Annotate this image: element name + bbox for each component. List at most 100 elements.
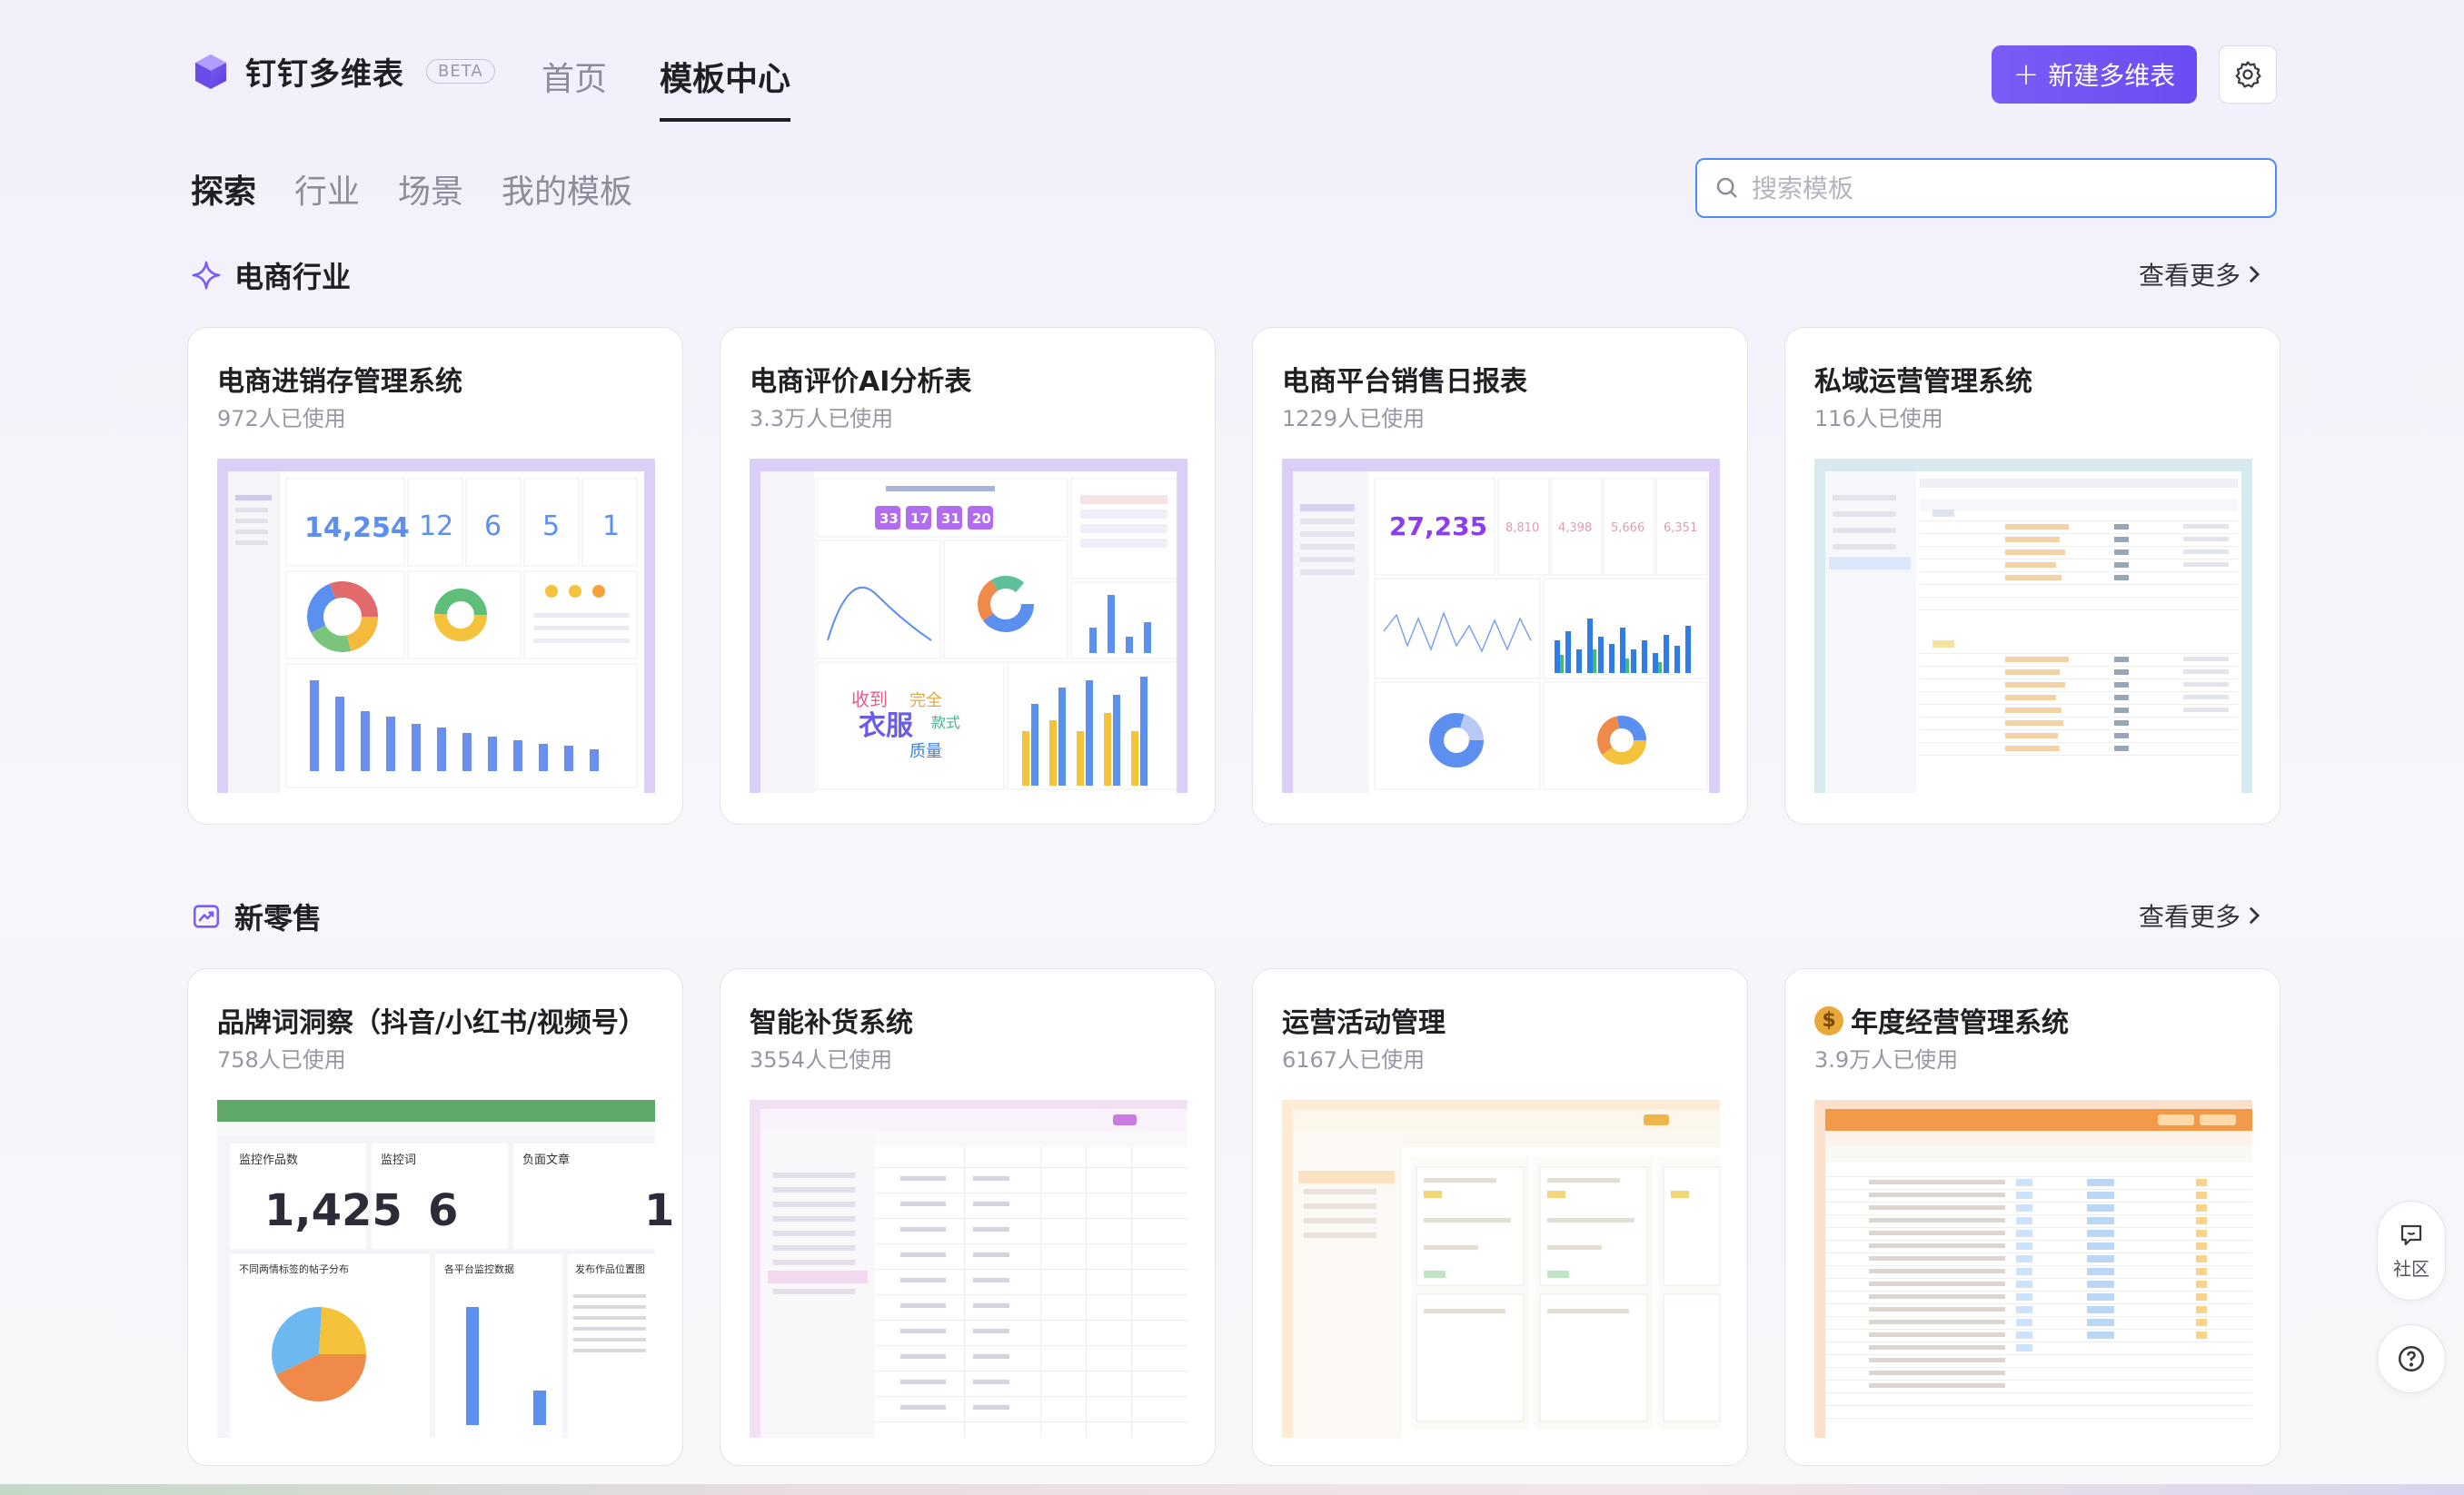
card-preview: 33 17 31 20 衣服 收到 完全 款式 质量 <box>750 459 1187 793</box>
kpi-value: 6 <box>484 510 502 542</box>
card-preview <box>1814 1100 2252 1438</box>
tab-my-templates[interactable]: 我的模板 <box>502 173 633 211</box>
card-title-row: 年度经营管理系统 <box>1814 1000 2069 1040</box>
kpi-value: 12 <box>419 510 453 542</box>
template-card[interactable]: 电商平台销售日报表 1229人已使用 27,235 8,810 4,398 5,… <box>1252 327 1748 825</box>
kpi-value: 5,666 <box>1611 521 1644 535</box>
kpi-value: 4,398 <box>1558 521 1592 535</box>
chevron-right-icon <box>2249 906 2260 925</box>
view-more-link[interactable]: 查看更多 <box>2139 897 2262 934</box>
card-preview: 27,235 8,810 4,398 5,666 6,351 <box>1282 459 1720 793</box>
app-name: 钉钉多维表 <box>245 56 404 93</box>
sparkle-icon <box>192 261 221 290</box>
template-card[interactable]: 品牌词洞察（抖音/小红书/视频号） 758人已使用 监控作品数 监控词 负面文章… <box>187 968 683 1466</box>
template-card[interactable]: 电商评价AI分析表 3.3万人已使用 33 17 31 20 衣服 收 <box>720 327 1216 825</box>
countdown-value: 20 <box>972 510 991 527</box>
card-usage: 1229人已使用 <box>1282 406 1426 431</box>
word-cloud-word: 收到 <box>851 688 888 710</box>
kpi-value: 5 <box>542 510 560 542</box>
countdown-value: 33 <box>879 510 899 527</box>
community-button[interactable]: 社区 <box>2377 1201 2446 1301</box>
chevron-right-icon <box>2249 265 2260 283</box>
stat-value: 6 <box>428 1185 458 1236</box>
brand[interactable]: 钉钉多维表 BETA <box>191 49 495 94</box>
stat-label: 负面文章 <box>522 1153 570 1167</box>
view-more-label: 查看更多 <box>2138 902 2240 932</box>
card-preview: 监控作品数 监控词 负面文章 1,425 6 1 不同两情标签的帖子分布 各平台… <box>217 1100 674 1438</box>
chat-bubble-icon <box>2400 1224 2422 1245</box>
panel-title: 发布作品位置图 <box>575 1262 645 1275</box>
kpi-value: 1 <box>602 510 620 542</box>
view-more-link[interactable]: 查看更多 <box>2139 256 2262 292</box>
card-usage: 3.9万人已使用 <box>1814 1047 1959 1073</box>
plus-icon: + <box>2012 56 2040 93</box>
template-card[interactable]: 运营活动管理 6167人已使用 <box>1252 968 1748 1466</box>
card-preview <box>1814 459 2252 793</box>
bottom-edge <box>0 1484 2464 1495</box>
card-title: 电商进销存管理系统 <box>217 366 462 398</box>
new-table-button[interactable]: + 新建多维表 <box>1992 45 2197 104</box>
nav-home[interactable]: 首页 <box>541 61 608 98</box>
word-cloud-word: 款式 <box>931 714 960 731</box>
word-cloud-word: 衣服 <box>859 710 914 742</box>
stat-label: 监控作品数 <box>239 1153 298 1167</box>
app-logo-icon <box>195 54 226 89</box>
search-box[interactable] <box>1695 158 2277 218</box>
help-button[interactable] <box>2377 1324 2446 1393</box>
stat-value: 1,425 <box>264 1185 402 1236</box>
card-preview <box>750 1100 1187 1438</box>
chart-trend-icon <box>193 905 220 928</box>
template-card[interactable]: 私域运营管理系统 116人已使用 <box>1784 327 2280 825</box>
card-usage: 3554人已使用 <box>750 1047 893 1073</box>
stat-label: 监控词 <box>381 1153 416 1167</box>
card-preview: 14,254 12 6 5 1 <box>217 459 655 793</box>
card-title: 品牌词洞察（抖音/小红书/视频号） <box>217 1007 646 1039</box>
money-bag-icon <box>1814 1006 1843 1035</box>
kpi-value: 6,351 <box>1664 521 1697 535</box>
card-usage: 3.3万人已使用 <box>750 406 894 431</box>
card-title: 电商平台销售日报表 <box>1282 366 1527 398</box>
search-input[interactable] <box>1752 173 2260 203</box>
category-tabs: 探索 行业 场景 我的模板 <box>191 165 632 213</box>
view-more-label: 查看更多 <box>2138 261 2240 291</box>
gear-icon <box>2235 61 2261 88</box>
word-cloud-word: 完全 <box>909 691 942 710</box>
new-table-label: 新建多维表 <box>2048 61 2176 91</box>
section-title: 电商行业 <box>234 260 352 294</box>
top-bar: 钉钉多维表 BETA 首页 模板中心 + 新建多维表 <box>0 0 2464 127</box>
card-usage: 116人已使用 <box>1814 406 1943 431</box>
stat-value: 1 <box>644 1185 674 1236</box>
kpi-value: 8,810 <box>1505 521 1539 535</box>
beta-badge: BETA <box>426 59 495 84</box>
kpi-value: 14,254 <box>304 512 410 544</box>
tab-scenario[interactable]: 场景 <box>398 173 464 211</box>
word-cloud-word: 质量 <box>909 742 942 761</box>
section-title: 新零售 <box>234 901 323 936</box>
card-usage: 6167人已使用 <box>1282 1047 1426 1073</box>
section-header-new-retail: 新零售 <box>191 896 322 937</box>
search-icon <box>1716 177 1737 198</box>
template-card[interactable]: 智能补货系统 3554人已使用 <box>720 968 1216 1466</box>
kpi-value: 27,235 <box>1389 511 1487 541</box>
card-title: 运营活动管理 <box>1282 1007 1446 1039</box>
panel-title: 不同两情标签的帖子分布 <box>239 1262 349 1275</box>
tab-explore[interactable]: 探索 <box>191 173 257 211</box>
countdown-value: 31 <box>941 510 960 527</box>
settings-button[interactable] <box>2219 45 2277 104</box>
card-title: 电商评价AI分析表 <box>750 366 972 398</box>
template-card[interactable]: 电商进销存管理系统 972人已使用 14,254 12 6 5 1 <box>187 327 683 825</box>
countdown-value: 17 <box>910 510 929 527</box>
section-header-ecommerce: 电商行业 <box>191 254 351 296</box>
card-usage: 972人已使用 <box>217 406 346 431</box>
question-mark-icon <box>2398 1345 2425 1372</box>
panel-title: 各平台监控数据 <box>444 1262 514 1275</box>
community-label: 社区 <box>2393 1257 2429 1280</box>
tab-industry[interactable]: 行业 <box>294 173 361 211</box>
card-title: 智能补货系统 <box>750 1007 913 1039</box>
nav-template-center[interactable]: 模板中心 <box>660 53 791 122</box>
template-card[interactable]: 年度经营管理系统 3.9万人已使用 <box>1784 968 2280 1466</box>
card-preview <box>1282 1100 1721 1438</box>
card-title: 私域运营管理系统 <box>1814 366 2032 398</box>
card-usage: 758人已使用 <box>217 1047 346 1073</box>
card-title: 年度经营管理系统 <box>1851 1007 2069 1039</box>
